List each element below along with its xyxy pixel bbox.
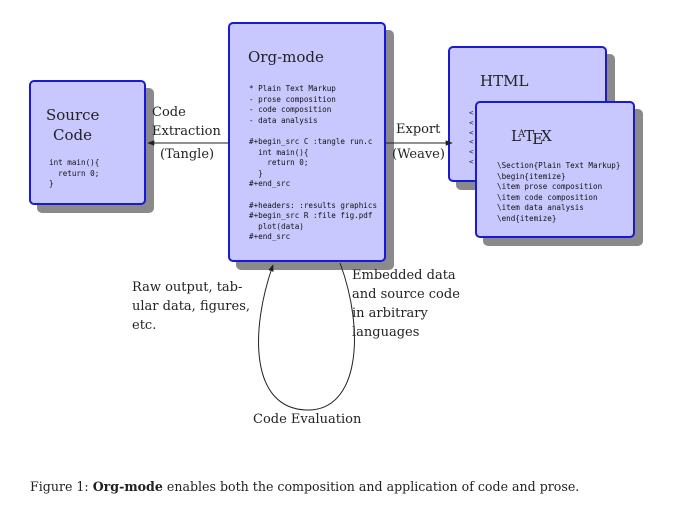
tangle-label-line1: Code	[152, 105, 186, 120]
evaluation-loop	[258, 262, 355, 411]
left-note: Raw output, tab- ular data, figures, etc…	[132, 280, 251, 333]
source-code-box: Source Code int main(){ return 0; }	[29, 80, 146, 205]
tangle-label-line2: Extraction	[152, 124, 221, 139]
latex-box: LATEX \Section{Plain Text Markup} \begin…	[475, 101, 635, 238]
code-evaluation-label: Code Evaluation	[253, 412, 362, 427]
export-label-line2: (Weave)	[392, 147, 445, 162]
export-label-line1: Export	[396, 122, 441, 137]
html-title: HTML	[480, 72, 529, 90]
tangle-label-line3: (Tangle)	[160, 147, 215, 162]
html-peek-text: < < < < < <	[469, 108, 474, 166]
latex-code: \Section{Plain Text Markup} \begin{itemi…	[497, 161, 621, 223]
latex-logo-t: T	[524, 127, 535, 145]
source-code-title-line1: Source	[46, 106, 100, 124]
latex-logo-e: E	[532, 130, 544, 148]
caption-bold: Org-mode	[92, 479, 163, 494]
right-note: Embedded data and source code in arbitra…	[352, 268, 460, 340]
org-mode-document: * Plain Text Markup - prose composition …	[249, 84, 378, 242]
latex-logo-l: L	[511, 127, 521, 145]
caption-rest: enables both the composition and applica…	[162, 479, 580, 494]
caption-prefix: Figure 1:	[30, 479, 93, 494]
org-mode-title: Org-mode	[248, 48, 324, 66]
figure-caption: Figure 1: Org-mode enables both the comp…	[30, 479, 579, 494]
latex-title: LATEX	[511, 127, 552, 148]
source-code-title-line2: Code	[53, 126, 92, 144]
latex-logo-x: X	[541, 127, 552, 145]
latex-logo-a: A	[517, 129, 526, 140]
source-code-snippet: int main(){ return 0; }	[49, 158, 100, 189]
org-mode-box: Org-mode * Plain Text Markup - prose com…	[228, 22, 386, 262]
